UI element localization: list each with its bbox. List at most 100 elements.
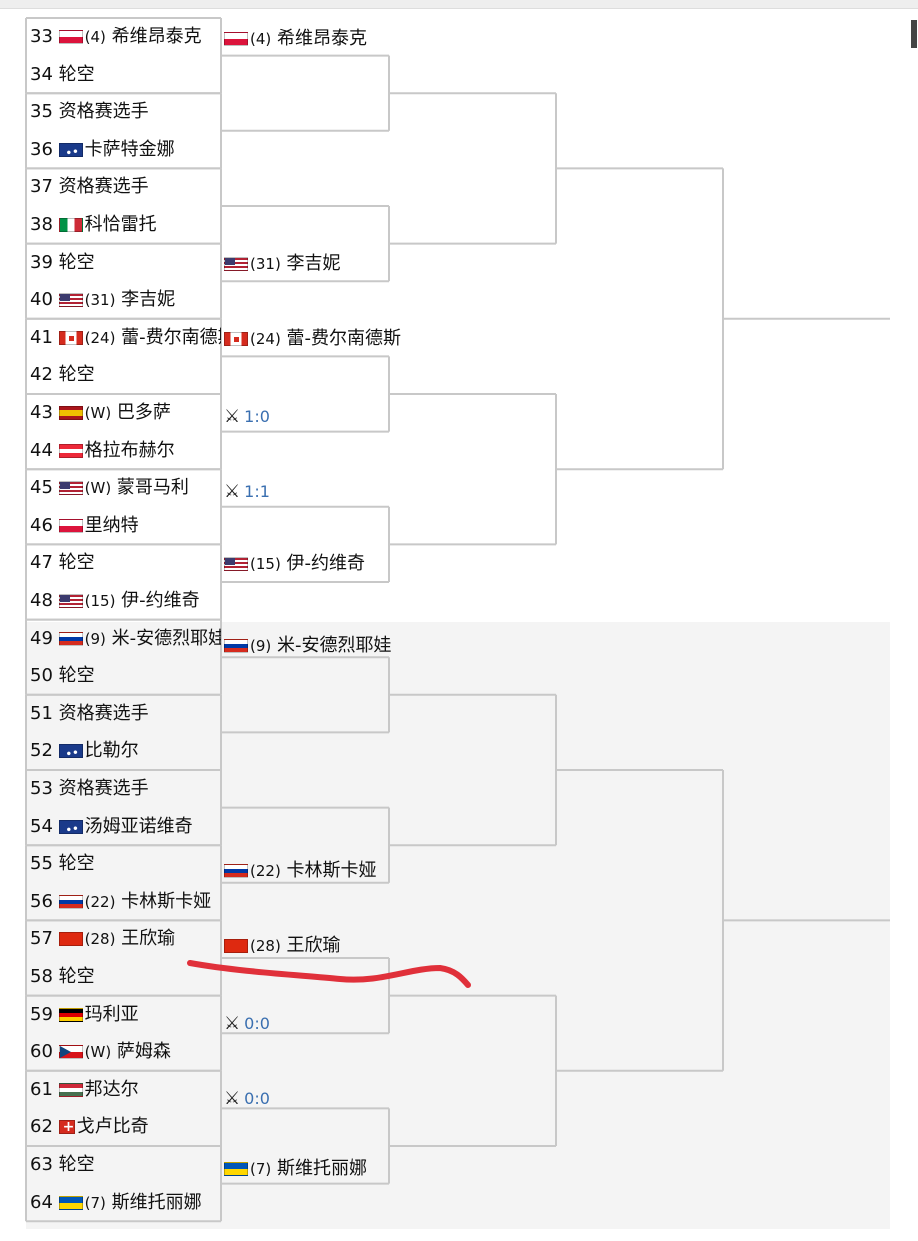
slot-number: 33 — [30, 26, 59, 47]
slot-number: 53 — [30, 778, 59, 799]
round2-entry[interactable]: (4) 希维昂泰克 — [224, 20, 367, 57]
seed-label: (4) — [250, 30, 272, 48]
flag-ru-icon — [224, 864, 248, 878]
seed-label: (15) — [250, 555, 281, 573]
draw-slot-44[interactable]: 44 格拉布赫尔 — [30, 432, 221, 469]
player-name: 资格赛选手 — [58, 702, 149, 724]
draw-slot-54[interactable]: 54 汤姆亚诺维奇 — [30, 808, 221, 845]
slot-number: 64 — [30, 1191, 59, 1213]
round2-entry[interactable]: (28) 王欣瑜 — [224, 927, 341, 964]
player-name: 科恰雷托 — [84, 214, 157, 235]
draw-slot-36[interactable]: 36 卡萨特金娜 — [30, 131, 221, 168]
player-name: 斯维托丽娜 — [271, 1158, 367, 1179]
slot-number: 61 — [30, 1078, 59, 1100]
round2-entry[interactable]: ⚔0:0 — [224, 1005, 270, 1042]
draw-slot-43[interactable]: 43 (W) 巴多萨 — [30, 394, 221, 431]
draw-slot-58[interactable]: 58 轮空 — [30, 958, 221, 995]
round2-entry[interactable]: (22) 卡林斯卡娅 — [224, 852, 377, 889]
player-name: 轮空 — [58, 853, 95, 875]
flag-hu-icon — [58, 1082, 83, 1097]
slot-number: 54 — [30, 815, 59, 837]
round2-entry[interactable]: (24) 蕾-费尔南德斯 — [224, 320, 401, 357]
slot-number: 38 — [30, 214, 59, 235]
slot-number: 46 — [30, 514, 59, 536]
flag-ua-icon — [224, 1162, 248, 1176]
round2-entry[interactable]: (15) 伊-约维奇 — [224, 545, 365, 582]
draw-slot-57[interactable]: 57 (28) 王欣瑜 — [30, 920, 221, 957]
round2-entry[interactable]: (7) 斯维托丽娜 — [224, 1150, 367, 1187]
slot-number: 39 — [30, 251, 59, 273]
player-name: 汤姆亚诺维奇 — [84, 815, 193, 837]
draw-slot-53[interactable]: 53 资格赛选手 — [30, 770, 221, 807]
draw-slot-51[interactable]: 51 资格赛选手 — [30, 695, 221, 732]
flag-es-icon — [58, 406, 83, 420]
flag-us-icon — [58, 293, 83, 308]
player-name: 蕾-费尔南德斯 — [121, 326, 221, 348]
slot-number: 62 — [30, 1116, 59, 1138]
draw-slot-33[interactable]: 33 (4) 希维昂泰克 — [30, 18, 221, 55]
player-name: 轮空 — [58, 364, 95, 386]
player-name: 希维昂泰克 — [105, 26, 202, 47]
player-name: 王欣瑜 — [115, 928, 176, 950]
round2-entry[interactable]: (31) 李吉妮 — [224, 245, 341, 282]
draw-slot-63[interactable]: 63 轮空 — [30, 1146, 221, 1183]
slot-number: 41 — [30, 326, 59, 348]
flag-ca-icon — [224, 332, 248, 346]
draw-slot-50[interactable]: 50 轮空 — [30, 657, 221, 694]
slot-number: 58 — [30, 966, 59, 987]
player-name: 卡林斯卡娅 — [115, 890, 212, 912]
draw-slot-52[interactable]: 52 比勒尔 — [30, 732, 221, 769]
flag-au-icon — [58, 819, 83, 834]
player-name: 巴多萨 — [111, 402, 171, 423]
player-name: 资格赛选手 — [58, 176, 149, 198]
flag-au-icon — [58, 744, 83, 759]
draw-slot-55[interactable]: 55 轮空 — [30, 845, 221, 882]
draw-slot-46[interactable]: 46 里纳特 — [30, 507, 221, 544]
player-name: 轮空 — [58, 1154, 95, 1175]
seed-label: (W) — [84, 1043, 112, 1062]
draw-slot-45[interactable]: 45 (W) 蒙哥马利 — [30, 469, 221, 506]
draw-slot-41[interactable]: 41 (24) 蕾-费尔南德斯 — [30, 319, 221, 356]
player-name: 斯维托丽娜 — [105, 1191, 202, 1213]
slot-number: 43 — [30, 402, 59, 423]
slot-number: 50 — [30, 665, 59, 687]
player-name: 资格赛选手 — [58, 778, 149, 799]
draw-slot-37[interactable]: 37 资格赛选手 — [30, 168, 221, 205]
draw-slot-49[interactable]: 49 (9) 米-安德烈耶娃 — [30, 620, 221, 657]
draw-slot-38[interactable]: 38 科恰雷托 — [30, 206, 221, 243]
round2-entry[interactable]: ⚔1:0 — [224, 398, 270, 435]
match-score: 0:0 — [244, 1014, 270, 1033]
draw-slot-61[interactable]: 61 邦达尔 — [30, 1071, 221, 1108]
round2-entry[interactable]: ⚔1:1 — [224, 473, 270, 510]
flag-de-icon — [58, 1007, 83, 1022]
seed-label: (15) — [84, 592, 116, 610]
slot-number: 40 — [30, 289, 59, 311]
player-name: 戈卢比奇 — [76, 1116, 149, 1138]
round2-entry[interactable]: (9) 米-安德烈耶娃 — [224, 627, 391, 664]
flag-pl-icon — [224, 32, 248, 46]
player-name: 轮空 — [58, 63, 95, 85]
draw-slot-59[interactable]: 59 玛利亚 — [30, 996, 221, 1033]
player-name: 希维昂泰克 — [271, 28, 367, 49]
draw-slot-62[interactable]: 62 戈卢比奇 — [30, 1108, 221, 1145]
player-name: 蒙哥马利 — [111, 477, 189, 499]
draw-slot-35[interactable]: 35 资格赛选手 — [30, 93, 221, 130]
draw-slot-56[interactable]: 56 (22) 卡林斯卡娅 — [30, 883, 221, 920]
player-name: 里纳特 — [84, 514, 139, 536]
draw-slot-64[interactable]: 64 (7) 斯维托丽娜 — [30, 1184, 221, 1221]
player-name: 轮空 — [58, 966, 95, 987]
draw-slot-47[interactable]: 47 轮空 — [30, 544, 221, 581]
flag-pl-icon — [58, 518, 83, 533]
draw-slot-60[interactable]: 60 (W) 萨姆森 — [30, 1033, 221, 1070]
draw-slot-39[interactable]: 39 轮空 — [30, 244, 221, 281]
flag-us-icon — [58, 481, 83, 496]
draw-slot-40[interactable]: 40 (31) 李吉妮 — [30, 281, 221, 318]
flag-ru-icon — [58, 894, 83, 909]
slot-number: 60 — [30, 1041, 59, 1063]
draw-slot-48[interactable]: 48 (15) 伊-约维奇 — [30, 582, 221, 619]
round2-entry[interactable]: ⚔0:0 — [224, 1080, 270, 1117]
draw-slot-34[interactable]: 34 轮空 — [30, 56, 221, 93]
match-score: 0:0 — [244, 1089, 270, 1108]
draw-slot-42[interactable]: 42 轮空 — [30, 356, 221, 393]
